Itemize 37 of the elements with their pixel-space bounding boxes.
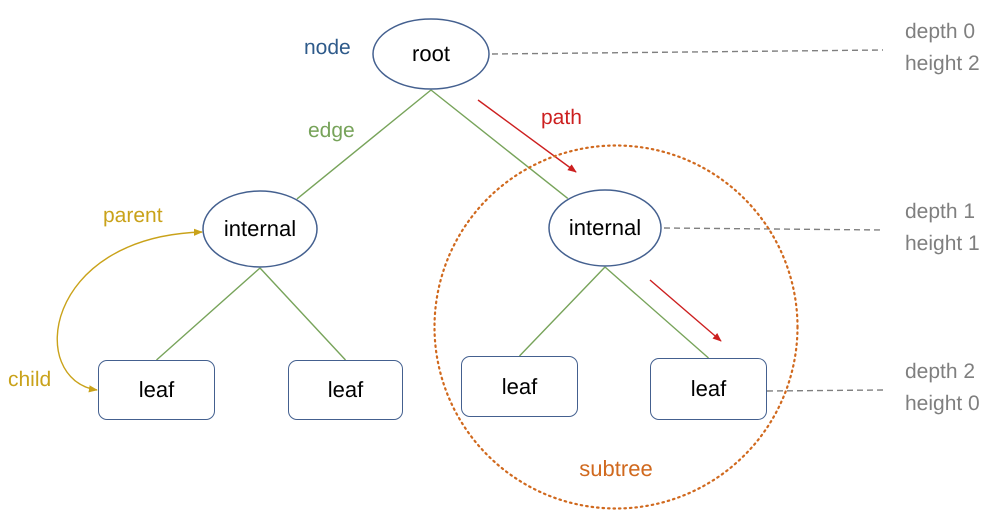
tree-edge [519, 266, 606, 356]
edge-label: edge [308, 119, 355, 143]
leaf-node-box [98, 360, 215, 420]
node-label: internal [568, 215, 642, 241]
node-label: root [412, 41, 450, 67]
level-annotation: depth 1 [905, 199, 976, 225]
node-label: leaf [138, 377, 174, 403]
leader-line [492, 49, 883, 55]
leader-line [767, 389, 883, 392]
path-label: path [541, 106, 582, 130]
node-label: leaf [328, 377, 364, 403]
subtree-label: subtree [579, 456, 653, 482]
node-label: internal [224, 216, 296, 242]
leaf-node-box [288, 360, 403, 420]
tree-node-ellipse [372, 18, 490, 90]
leaf-node-box [461, 356, 578, 417]
leaf-node-box [650, 358, 767, 420]
double-headed-arrow [56, 229, 203, 391]
level-annotation: height 0 [905, 391, 980, 417]
level-annotation: depth 0 [905, 19, 976, 45]
node-label: leaf [690, 376, 726, 402]
relation-label: parent [103, 204, 163, 228]
tree-edge [296, 89, 432, 200]
tree-node-ellipse [548, 189, 662, 267]
leader-line [664, 227, 883, 231]
tree-node-ellipse [202, 190, 318, 268]
level-annotation: height 1 [905, 231, 980, 257]
tree-edge [430, 89, 568, 200]
subtree-circle [433, 144, 799, 510]
level-annotation: height 2 [905, 51, 980, 77]
node-annotation: node [304, 36, 351, 60]
level-annotation: depth 2 [905, 359, 976, 385]
tree-edge [156, 267, 260, 361]
tree-edge [259, 268, 346, 360]
tree-edge [604, 266, 709, 359]
relation-label: child [8, 368, 52, 392]
node-label: leaf [502, 374, 538, 400]
